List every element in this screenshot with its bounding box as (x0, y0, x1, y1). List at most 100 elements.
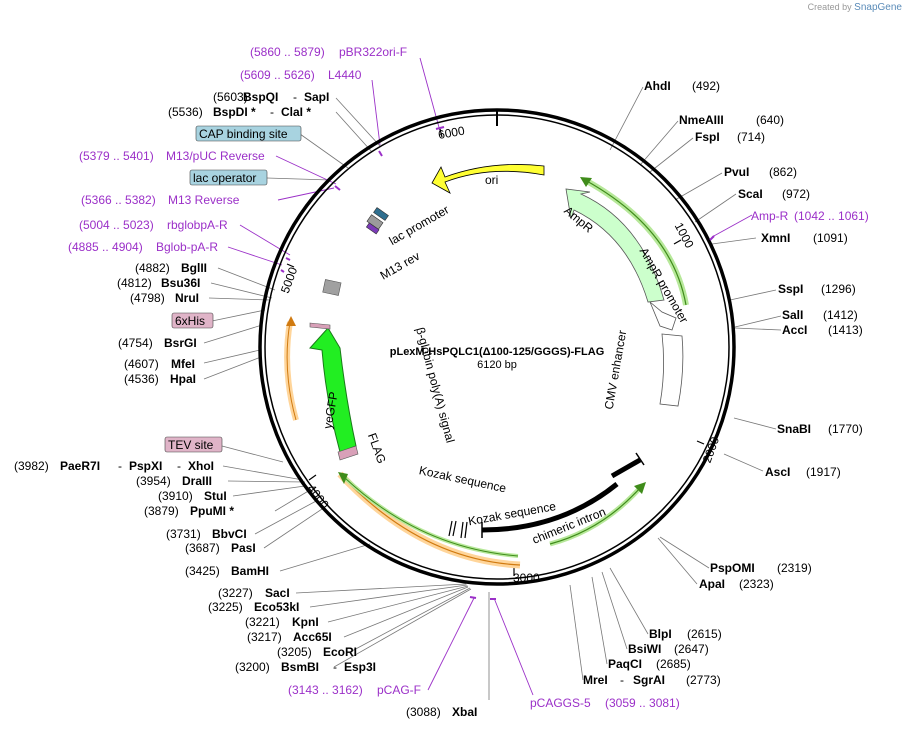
ampr-feature (565, 188, 665, 303)
site-label: PasI (231, 541, 256, 555)
chimeric-intron-feature (481, 482, 619, 533)
site-label: (2685) (656, 657, 691, 671)
site-label: (1770) (828, 422, 863, 436)
primer-range: (5860 .. 5879) (250, 45, 325, 59)
site-label: BsmBI (281, 660, 319, 674)
site-label: NruI (175, 291, 199, 305)
site-label: (714) (737, 130, 765, 144)
ampr-orf-arrowhead (580, 177, 592, 187)
site-label: (3879) (144, 504, 179, 518)
primer-name: pCAG-F (377, 683, 421, 697)
site-label: (1091) (813, 231, 848, 245)
site-label: (3200) (235, 660, 270, 674)
site-label: HpaI (170, 372, 196, 386)
site-label: SacI (265, 586, 290, 600)
primer-name: M13/pUC Reverse (166, 149, 265, 163)
site-label: Eco53kI (254, 600, 299, 614)
scale-ticks (286, 128, 705, 576)
primer-range: (5004 .. 5023) (79, 218, 154, 232)
bglobin-polya-label: β-globin poly(A) signal (413, 326, 457, 445)
site-label: ApaI (699, 577, 725, 591)
snapgene-credit: Created by SnapGene (807, 2, 902, 13)
primer-range: (5609 .. 5626) (240, 68, 315, 82)
kozak-label-1: Kozak sequence (418, 463, 508, 495)
tick-2000: 2000 (700, 435, 722, 465)
site-label: SalI (782, 308, 803, 322)
primer-labels: (5860 .. 5879) pBR322ori-F (5609 .. 5626… (68, 45, 869, 710)
plasmid-size: 6120 bp (477, 359, 517, 371)
site-label: Acc65I (293, 630, 332, 644)
yegfp-feature (309, 327, 357, 453)
site-label: (4882) (135, 261, 170, 275)
tick-4000: 4000 (304, 482, 332, 512)
cmv-enhancer-feature (659, 333, 684, 407)
site-label: (2773) (686, 673, 721, 687)
primer-range: (4885 .. 4904) (68, 240, 143, 254)
callout-lines (203, 86, 782, 700)
site-label: (862) (769, 165, 797, 179)
site-label: - (270, 105, 274, 119)
primer-range: (1042 .. 1061) (794, 209, 869, 223)
lac-promoter-label: lac promoter (387, 202, 452, 247)
site-label: BbvCI (212, 527, 247, 541)
site-label: SnaBI (777, 422, 811, 436)
site-label: AccI (782, 323, 807, 337)
site-label: PaeR7I (60, 459, 100, 473)
primer-range: (5366 .. 5382) (81, 193, 156, 207)
ampr-promoter-feature (649, 301, 677, 331)
ori-label: ori (485, 173, 498, 187)
site-label: (2647) (674, 642, 709, 656)
site-label: (3731) (166, 527, 201, 541)
site-label: - (177, 459, 181, 473)
tick-5000: 5000 (278, 265, 300, 295)
site-label: PpuMI * (190, 504, 234, 518)
site-label: MreI (583, 673, 608, 687)
site-label: (4536) (124, 372, 159, 386)
site-label: (3910) (158, 489, 193, 503)
tick-6000: 6000 (437, 123, 466, 141)
site-name: ClaI * (281, 105, 311, 119)
site-label: (3225) (208, 600, 243, 614)
site-label: Esp3I (344, 660, 376, 674)
site-label: - (293, 90, 297, 104)
site-label: (3221) (245, 615, 280, 629)
right-restriction-sites: AhdI (492) NmeAIII (640) FspI (714) PvuI… (583, 79, 863, 687)
snapgene-logo: SnapGene (854, 2, 902, 13)
site-label: (3425) (185, 564, 220, 578)
ori-feature (431, 164, 545, 194)
flag-mark (337, 445, 359, 461)
site-label: PspOMI (710, 561, 755, 575)
site-label: (3954) (136, 474, 171, 488)
site-label: ScaI (738, 187, 763, 201)
site-label: BsrGI (164, 336, 197, 350)
site-label: BsiWI (628, 642, 661, 656)
ampr-orf-line (584, 179, 687, 306)
site-label: (2615) (687, 627, 722, 641)
tick-3000: 3000 (513, 571, 540, 585)
boxed-labels: CAP binding site lac operator 6xHis TEV … (164, 125, 302, 453)
site-label: MfeI (171, 357, 195, 371)
primer-name: pBR322ori-F (339, 45, 407, 59)
lac-operator-mark (373, 207, 389, 221)
primer-marks (280, 126, 715, 600)
site-label: BlpI (649, 627, 672, 641)
site-label: (1413) (828, 323, 863, 337)
tev-site-label: TEV site (168, 438, 214, 452)
site-label: - (118, 459, 122, 473)
site-label: (3982) (14, 459, 49, 473)
primer-name: pCAGGS-5 (530, 696, 591, 710)
plasmid-name: pLexM-HsPQLC1(Δ100-125/GGGS)-FLAG (390, 346, 605, 358)
polya-mark (322, 279, 342, 296)
lac-operator-label: lac operator (193, 171, 256, 185)
primer-range: (3059 .. 3081) (605, 696, 680, 710)
site-label: DraIII (182, 474, 212, 488)
6xhis-label: 6xHis (175, 314, 205, 328)
m13-rev-label: M13 rev (378, 249, 423, 283)
cmv-enhancer-label: CMV enhancer (602, 329, 630, 410)
site-label: AhdI (644, 79, 671, 93)
primer-name: Bglob-pA-R (156, 240, 218, 254)
site-label: XbaI (452, 705, 477, 719)
primer-name: Amp-R (751, 209, 789, 223)
site-pos: (5603) (213, 90, 248, 104)
